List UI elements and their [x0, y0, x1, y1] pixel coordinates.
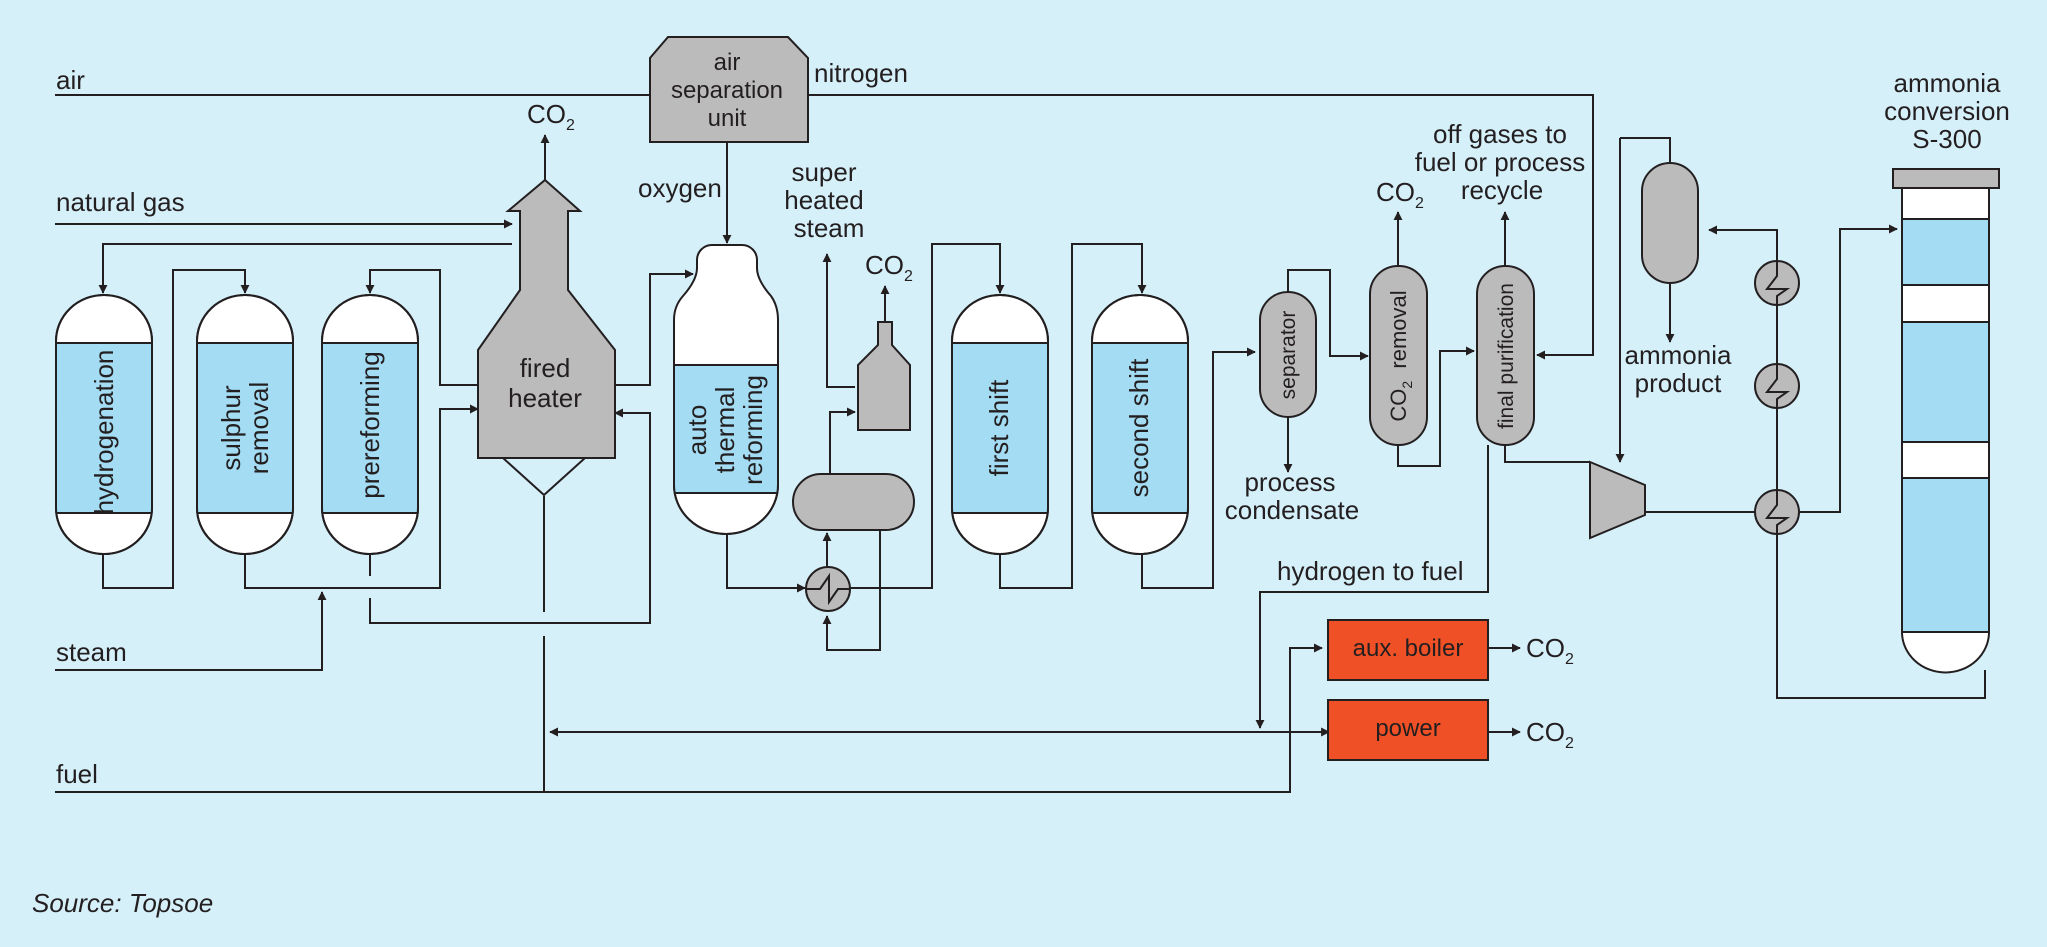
second-shift-outlet-line — [1141, 347, 1256, 589]
prereforming-vessel: prereforming — [321, 294, 419, 555]
first-shift-outlet-line — [999, 243, 1147, 589]
loop-exchanger-bottom — [1754, 489, 1800, 535]
aux-boiler-unit: aux. boiler — [1327, 619, 1489, 681]
co2-label-removal: CO2 — [1376, 177, 1424, 212]
process-condensate-label-2: condensate — [1225, 495, 1359, 525]
sulphur-removal-vessel: sulphur removal — [196, 294, 294, 555]
heater-to-atr-line — [615, 269, 694, 386]
heater-to-prereformer-line — [365, 269, 478, 386]
final-purification-vessel: final purification — [1476, 265, 1535, 446]
loop-exchanger-middle — [1754, 363, 1800, 409]
separator-to-co2-removal-line — [1287, 269, 1369, 361]
stream-labels: air natural gas steam fuel nitrogen oxyg… — [56, 58, 1732, 789]
gas-to-hydrogenation-line — [98, 243, 512, 294]
sulphur-removal-label-1: sulphur — [216, 385, 246, 471]
atr-label-2: thermal — [710, 387, 740, 474]
power-unit: power — [1327, 699, 1489, 761]
nitrogen-label: nitrogen — [814, 58, 908, 88]
sulphur-outlet-line — [244, 404, 479, 589]
waste-heat-exchanger — [805, 566, 851, 612]
co2-label-heater: CO2 — [527, 99, 575, 134]
syngas-to-compressor-line — [1504, 445, 1590, 463]
asu-label-line2: separation — [671, 77, 783, 104]
oxygen-label: oxygen — [638, 173, 722, 203]
loop-exchanger-top — [1754, 260, 1800, 306]
first-shift-label: first shift — [984, 379, 1014, 477]
to-converter-line — [1799, 224, 1898, 513]
drum-to-superheater-line — [829, 407, 856, 474]
co2-label-power: CO2 — [1526, 717, 1574, 752]
co2-removal-to-purification-line — [1397, 346, 1475, 467]
steam-input-label: steam — [56, 637, 127, 667]
off-gases-label-2: fuel or process — [1415, 147, 1586, 177]
aux-boiler-label: aux. boiler — [1353, 635, 1464, 662]
second-shift-label: second shift — [1124, 358, 1154, 498]
fired-heater: fired heater — [477, 178, 616, 497]
hydrogen-to-fuel-label: hydrogen to fuel — [1277, 556, 1463, 586]
ammonia-product-label-1: ammonia — [1625, 340, 1732, 370]
syngas-compressor — [1589, 460, 1646, 540]
separator-label: separator — [1277, 311, 1300, 400]
separator-overhead-line — [1620, 137, 1671, 163]
co2-removal-label: CO2 removal — [1386, 290, 1415, 421]
air-separation-unit: air separation unit — [649, 36, 809, 143]
nitrogen-line — [808, 94, 1594, 360]
sulphur-removal-label-2: removal — [244, 382, 274, 474]
asu-label-line3: unit — [708, 105, 747, 132]
separator-vessel: separator — [1259, 291, 1317, 418]
prereforming-label: prereforming — [355, 351, 385, 498]
superheated-steam-line — [822, 253, 855, 388]
ammonia-separator — [1641, 162, 1699, 284]
atr-label-1: auto — [682, 405, 712, 456]
co2-removal-vessel: CO2 removal — [1369, 265, 1428, 446]
co2-labels: CO2 CO2 CO2 CO2 CO2 — [527, 99, 1574, 752]
power-label: power — [1375, 715, 1440, 742]
steam-superheater — [857, 321, 911, 431]
converter-label-2: conversion — [1884, 96, 2010, 126]
superheated-steam-label-1: super — [791, 157, 856, 187]
atr-label-3: reforming — [738, 375, 768, 485]
fuel-input-label: fuel — [56, 759, 98, 789]
process-condensate-label-1: process — [1244, 467, 1335, 497]
air-input-label: air — [56, 65, 85, 95]
steam-line — [55, 591, 327, 671]
process-lines — [55, 94, 1986, 793]
fired-heater-label-2: heater — [508, 383, 582, 413]
source-caption: Source: Topsoe — [32, 888, 213, 918]
prereformer-to-heater-line — [369, 408, 651, 624]
auto-thermal-reformer: auto thermal reforming — [673, 244, 779, 535]
co2-label-boiler: CO2 — [1526, 633, 1574, 668]
steam-drum — [792, 473, 915, 531]
converter-return-line — [1708, 225, 1986, 699]
fired-heater-label-1: fired — [520, 353, 571, 383]
converter-label-3: S-300 — [1912, 124, 1981, 154]
co2-label-superheater: CO2 — [865, 250, 913, 285]
off-gases-label-1: off gases to — [1433, 119, 1567, 149]
hydrogenation-outlet-line — [102, 269, 250, 589]
converter-label-1: ammonia — [1894, 68, 2001, 98]
superheated-steam-label-2: heated — [784, 185, 864, 215]
off-gases-label-3: recycle — [1461, 175, 1543, 205]
ammonia-converter: ammonia conversion S-300 — [1884, 68, 2010, 674]
hydrogen-to-fuel-line — [1255, 445, 1489, 729]
asu-label-line1: air — [714, 49, 741, 76]
natural-gas-input-label: natural gas — [56, 187, 185, 217]
final-purification-label: final purification — [1495, 283, 1518, 429]
superheated-steam-label-3: steam — [794, 213, 865, 243]
drum-return-line — [822, 530, 881, 651]
ammonia-product-label-2: product — [1635, 368, 1722, 398]
hydrogenation-label: hydrogenation — [89, 350, 119, 515]
second-shift-vessel: second shift — [1091, 294, 1189, 555]
atr-outlet-line — [726, 530, 806, 593]
first-shift-vessel: first shift — [951, 294, 1049, 555]
to-first-shift-line — [850, 243, 1005, 589]
hydrogenation-vessel: hydrogenation — [55, 294, 153, 555]
